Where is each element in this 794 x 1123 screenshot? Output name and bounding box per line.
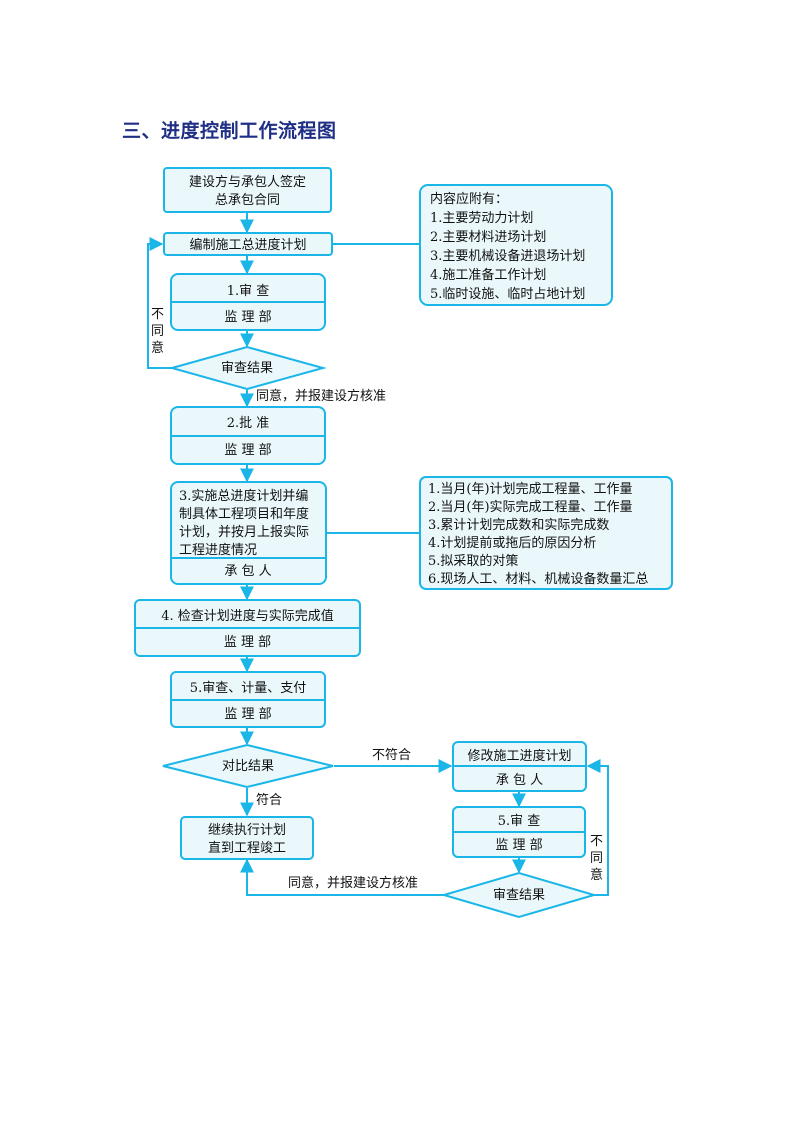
match-label: 符合 bbox=[256, 792, 282, 808]
svg-text:编制施工总进度计划: 编制施工总进度计划 bbox=[189, 237, 306, 253]
page-title: 三、进度控制工作流程图 bbox=[122, 120, 337, 142]
svg-text:继续执行计划: 继续执行计划 bbox=[208, 823, 286, 838]
monthly-report-note: 1.当月(年)计划完成工程量、工作量 2.当月(年)实际完成工程量、工作量 3.… bbox=[419, 476, 673, 590]
svg-text:修改施工进度计划: 修改施工进度计划 bbox=[467, 748, 571, 764]
svg-text:内容应附有：: 内容应附有： bbox=[430, 191, 508, 207]
implement-box: 3.实施总进度计划并编 制具体工程项目和年度 计划，并按月上报实际 工程进度情况… bbox=[170, 481, 327, 585]
disagree1-label-3: 意 bbox=[151, 340, 164, 356]
svg-text:监 理 部: 监 理 部 bbox=[224, 707, 271, 722]
svg-text:制具体工程项目和年度: 制具体工程项目和年度 bbox=[179, 506, 309, 522]
disagree2-label-2: 同 bbox=[590, 851, 603, 866]
continue-box: 继续执行计划 直到工程竣工 bbox=[180, 816, 314, 860]
svg-text:5.审查、计量、支付: 5.审查、计量、支付 bbox=[190, 681, 306, 696]
review1-box: 1.审 查 监 理 部 bbox=[170, 273, 326, 331]
review-result2-diamond: 审查结果 bbox=[440, 871, 598, 919]
svg-text:1.审 查: 1.审 查 bbox=[227, 284, 270, 299]
mismatch-label: 不符合 bbox=[372, 747, 411, 763]
svg-text:承 包 人: 承 包 人 bbox=[496, 773, 543, 788]
svg-text:4. 检查计划进度与实际完成值: 4. 检查计划进度与实际完成值 bbox=[161, 608, 334, 624]
svg-text:2.批 准: 2.批 准 bbox=[227, 416, 270, 431]
svg-text:监 理 部: 监 理 部 bbox=[224, 310, 271, 325]
disagree2-label-1: 不 bbox=[590, 834, 603, 849]
svg-text:工程进度情况: 工程进度情况 bbox=[179, 542, 257, 558]
svg-text:5.拟采取的对策: 5.拟采取的对策 bbox=[428, 553, 518, 569]
review-result1-diamond: 审查结果 bbox=[168, 345, 327, 391]
svg-text:1.当月(年)计划完成工程量、工作量: 1.当月(年)计划完成工程量、工作量 bbox=[428, 482, 633, 497]
svg-text:3.实施总进度计划并编: 3.实施总进度计划并编 bbox=[179, 488, 308, 504]
svg-text:审查结果: 审查结果 bbox=[221, 361, 273, 376]
svg-text:3.累计计划完成数和实际完成数: 3.累计计划完成数和实际完成数 bbox=[428, 518, 609, 533]
disagree1-label-2: 同 bbox=[151, 324, 164, 339]
attachments-note: 内容应附有： 1.主要劳动力计划 2.主要材料进场计划 3.主要机械设备进退场计… bbox=[419, 184, 613, 306]
svg-text:监 理 部: 监 理 部 bbox=[224, 443, 271, 458]
svg-text:5.临时设施、临时占地计划: 5.临时设施、临时占地计划 bbox=[430, 287, 585, 302]
svg-text:建设方与承包人签定: 建设方与承包人签定 bbox=[189, 174, 306, 190]
svg-text:6.现场人工、材料、机械设备数量汇总: 6.现场人工、材料、机械设备数量汇总 bbox=[428, 571, 648, 587]
modify-plan-box: 修改施工进度计划 承 包 人 bbox=[452, 741, 587, 792]
svg-text:2.主要材料进场计划: 2.主要材料进场计划 bbox=[430, 230, 546, 245]
svg-text:监 理 部: 监 理 部 bbox=[495, 838, 542, 853]
svg-text:总承包合同: 总承包合同 bbox=[215, 193, 280, 208]
svg-text:2.当月(年)实际完成工程量、工作量: 2.当月(年)实际完成工程量、工作量 bbox=[428, 500, 633, 515]
disagree2-label-3: 意 bbox=[590, 867, 603, 883]
svg-text:4.计划提前或拖后的原因分析: 4.计划提前或拖后的原因分析 bbox=[428, 535, 596, 551]
svg-text:4.施工准备工作计划: 4.施工准备工作计划 bbox=[430, 267, 546, 283]
svg-text:承 包 人: 承 包 人 bbox=[224, 564, 271, 579]
svg-text:监 理 部: 监 理 部 bbox=[224, 635, 271, 650]
svg-text:直到工程竣工: 直到工程竣工 bbox=[208, 841, 286, 856]
svg-text:计划，并按月上报实际: 计划，并按月上报实际 bbox=[179, 525, 309, 540]
svg-text:对比结果: 对比结果 bbox=[222, 759, 274, 774]
connectors bbox=[147, 212, 609, 896]
compare-diamond: 对比结果 bbox=[162, 743, 334, 789]
agree1-label: 同意，并报建设方核准 bbox=[256, 388, 386, 404]
agree2-label: 同意，并报建设方核准 bbox=[288, 875, 418, 891]
svg-text:3.主要机械设备进退场计划: 3.主要机械设备进退场计划 bbox=[430, 248, 585, 264]
approve-box: 2.批 准 监 理 部 bbox=[170, 406, 326, 465]
review5-box: 5.审 查 监 理 部 bbox=[452, 806, 586, 858]
svg-text:5.审 查: 5.审 查 bbox=[498, 814, 541, 829]
svg-text:1.主要劳动力计划: 1.主要劳动力计划 bbox=[430, 210, 533, 226]
disagree1-label-1: 不 bbox=[151, 307, 164, 322]
svg-text:审查结果: 审查结果 bbox=[493, 888, 545, 903]
review-measure-box: 5.审查、计量、支付 监 理 部 bbox=[170, 671, 326, 728]
check-box: 4. 检查计划进度与实际完成值 监 理 部 bbox=[134, 599, 361, 657]
sign-contract-box: 建设方与承包人签定 总承包合同 bbox=[163, 167, 332, 213]
compile-plan-box: 编制施工总进度计划 bbox=[163, 232, 333, 256]
